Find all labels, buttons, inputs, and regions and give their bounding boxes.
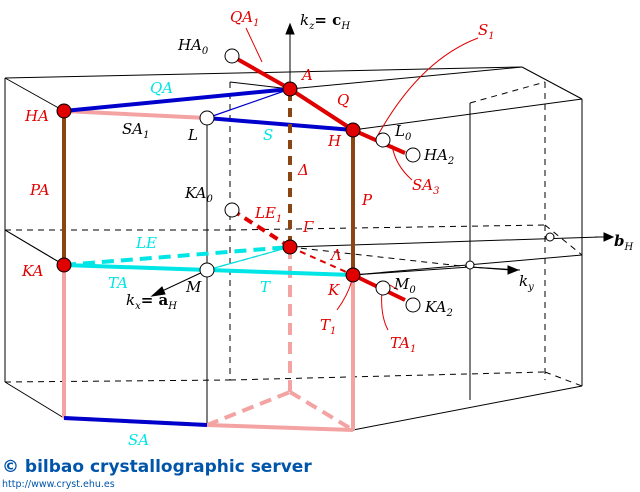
label-S1: S1 [478, 21, 495, 42]
label-KA0: KA0 [184, 184, 213, 205]
label-SA1: SA1 [122, 120, 149, 141]
point-KA [56, 257, 72, 273]
label-M0: M0 [393, 275, 416, 296]
point-A [282, 81, 298, 97]
axes [150, 22, 615, 297]
red-lambda-line [289, 246, 354, 276]
label-K: K [327, 281, 340, 299]
label-M: M [185, 278, 202, 296]
label-S: S [263, 126, 273, 144]
credit-title: © bilbao crystallographic server [2, 457, 312, 477]
label-KA2: KA2 [424, 298, 453, 319]
label-P: P [361, 191, 373, 209]
label-Lambda: Λ [329, 246, 342, 264]
point-ky [465, 260, 475, 270]
point-H [345, 122, 361, 138]
label-T: T [260, 278, 271, 296]
credit-url: http://www.cryst.ehu.es [2, 479, 115, 490]
label-QA: QA [150, 79, 173, 97]
label-SA3: SA3 [412, 176, 439, 197]
open-points [199, 48, 555, 313]
label-A: A [300, 66, 313, 84]
zone-frame-hidden [4, 81, 583, 387]
label-H: H [327, 132, 342, 150]
point-bh [545, 232, 555, 242]
labels: QA1 kz= cH S1 HA0 A QA Q HA SA1 L S H L0… [21, 8, 634, 449]
point-M0 [375, 280, 391, 296]
pink-edges [62, 109, 355, 432]
label-PA: PA [29, 181, 50, 199]
point-K [345, 267, 361, 283]
red-LE1-dashed [230, 208, 292, 249]
label-QA1: QA1 [230, 8, 260, 29]
label-L0: L0 [394, 122, 412, 143]
label-KA: KA [21, 262, 44, 280]
point-HA0 [224, 48, 240, 64]
label-TA: TA [108, 274, 128, 292]
label-Q: Q [337, 91, 349, 109]
point-HA2 [405, 147, 421, 163]
blue-edges [63, 87, 354, 427]
cyan-thin-gamma-M [206, 246, 291, 271]
label-SA: SA [128, 431, 149, 449]
label-Delta: Δ [297, 161, 309, 179]
label-ky: ky [519, 272, 534, 293]
label-L: L [187, 126, 198, 144]
label-HA2: HA2 [423, 146, 454, 167]
label-LE: LE [135, 234, 157, 252]
label-TA1: TA1 [390, 334, 416, 355]
label-HA0: HA0 [177, 36, 209, 57]
point-KA2 [405, 297, 421, 313]
label-LE1: LE1 [254, 204, 282, 225]
callout-lines [245, 27, 479, 331]
red-points [56, 81, 361, 283]
blue-thin-A-L [206, 88, 291, 119]
label-kz: kz= cH [300, 11, 350, 32]
label-bH: bH [614, 232, 634, 253]
point-Gamma [282, 239, 298, 255]
point-L [199, 110, 215, 126]
label-Gamma: Γ [302, 218, 314, 236]
point-L0 [375, 132, 391, 148]
point-HA [56, 103, 72, 119]
point-M [199, 262, 215, 278]
label-T1: T1 [320, 316, 336, 337]
label-kx: kx= aH [126, 291, 177, 312]
point-KA0 [224, 202, 240, 218]
label-HA: HA [24, 107, 49, 125]
